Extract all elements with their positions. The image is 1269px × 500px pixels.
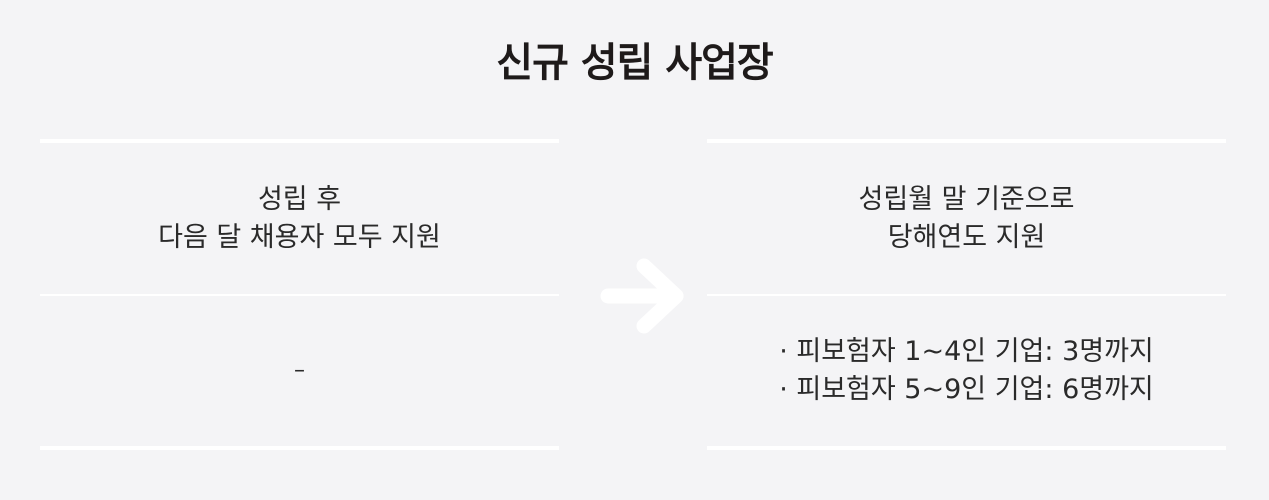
new-policy-header: 성립월 말 기준으로 당해연도 지원 [707, 143, 1226, 294]
panel-top-rule [707, 139, 1226, 143]
current-policy-body: – [40, 296, 559, 446]
new-policy-body: · 피보험자 1~4인 기업: 3명까지 · 피보험자 5~9인 기업: 6명까… [707, 296, 1226, 446]
bullet-item-1: · 피보험자 1~4인 기업: 3명까지 [779, 336, 1154, 367]
current-policy-header-line1: 성립 후 [257, 183, 342, 215]
panel-divider [707, 294, 1226, 296]
new-policy-panel: 성립월 말 기준으로 당해연도 지원 · 피보험자 1~4인 기업: 3명까지 … [707, 139, 1226, 451]
panel-top-rule [40, 139, 559, 143]
bullet-item-2: · 피보험자 5~9인 기업: 6명까지 [779, 374, 1154, 405]
empty-dash: – [294, 358, 305, 383]
panel-divider [40, 294, 559, 296]
current-policy-header-line2: 다음 달 채용자 모두 지원 [158, 221, 441, 253]
panel-bottom-rule [707, 446, 1226, 450]
panel-bottom-rule [40, 446, 559, 450]
new-policy-header-line1: 성립월 말 기준으로 [858, 183, 1075, 215]
page-title: 신규 성립 사업장 [496, 40, 773, 86]
current-policy-panel: 성립 후 다음 달 채용자 모두 지원 – [40, 139, 559, 451]
arrow-right-icon [600, 258, 684, 334]
current-policy-header: 성립 후 다음 달 채용자 모두 지원 [40, 143, 559, 294]
new-policy-header-line2: 당해연도 지원 [887, 221, 1046, 253]
